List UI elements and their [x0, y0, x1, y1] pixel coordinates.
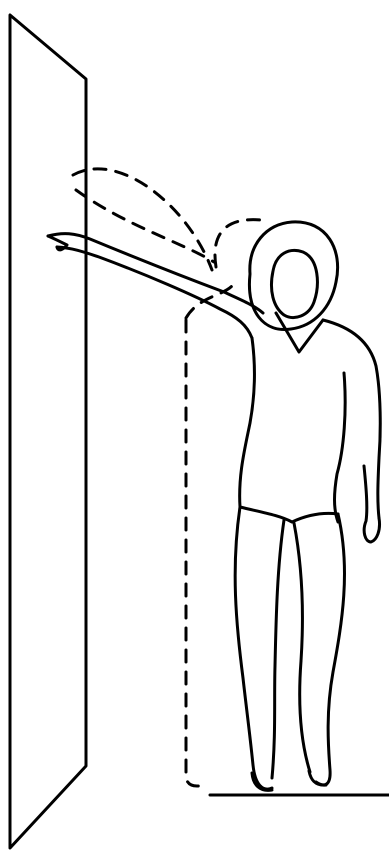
standing-person — [48, 222, 380, 790]
wall-panel — [10, 15, 86, 848]
torso-right-side — [335, 373, 346, 522]
hand-outline — [48, 236, 67, 250]
dashed-head-arc — [215, 220, 261, 267]
right-leg-inner — [294, 523, 310, 772]
left-shoulder-torso — [240, 338, 255, 507]
raised-arm-upper — [48, 234, 263, 313]
face-outline — [271, 250, 317, 317]
left-leg-outer — [235, 507, 272, 789]
dashed-vertical-guide — [186, 320, 205, 786]
waist-line — [240, 507, 338, 522]
left-leg-inner — [272, 520, 284, 778]
right-leg-outer — [316, 514, 345, 785]
wall-front-edge — [10, 15, 86, 848]
right-shoulder-torso — [323, 320, 380, 518]
dashed-arc-inner — [76, 190, 214, 262]
dashed-arm-path — [73, 169, 261, 786]
right-foot — [309, 771, 326, 785]
